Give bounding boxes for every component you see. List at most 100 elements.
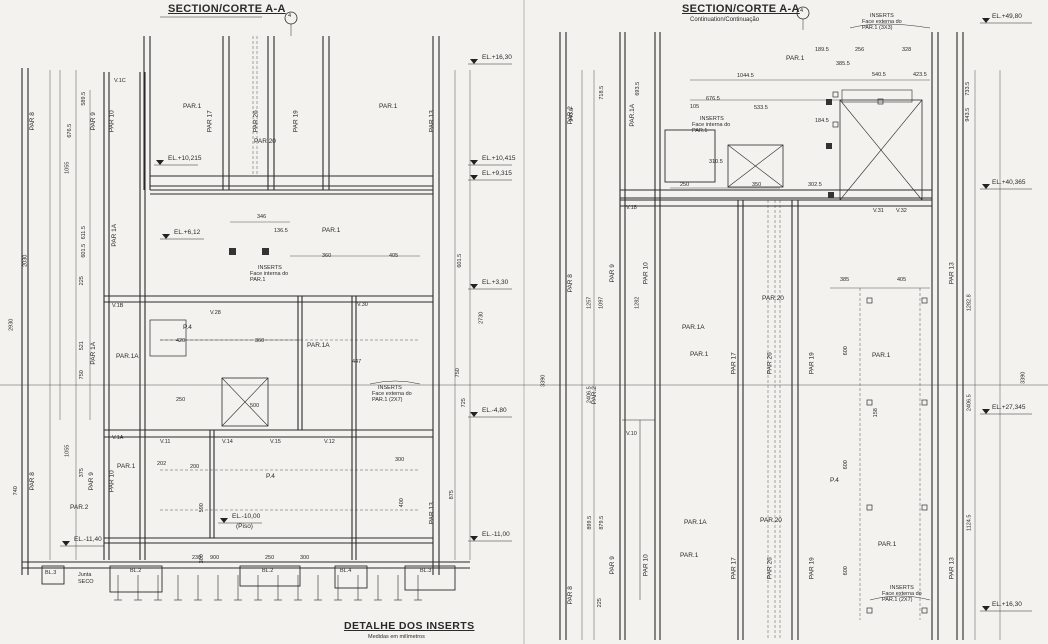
right-par-v-8: PAR 10 [642,554,650,577]
left-title: SECTION/CORTE A-A [168,3,286,15]
right-insert-1 [832,121,839,128]
left-elevation-marker-10 [470,536,478,541]
right-par-v-13: PAR 17 [730,557,738,580]
right-insert-5 [866,504,873,511]
left-par-v-0: PAR 8 [28,112,36,131]
right-par-v-16: PAR 13 [948,557,956,580]
left-dim-v-9: 375 [78,468,85,478]
left-bl-1: BL.2 [130,568,142,574]
right-par-h-8: P.4 [830,477,839,484]
right-inserts-leader-a [849,23,931,29]
right-par-h-6: PAR.1 [680,552,699,559]
left-dim-h-8: 250 [176,397,186,403]
right-inserts-note-b-0: INSERTS [700,116,724,122]
right-dim-h-5: 423.5 [913,72,927,78]
left-elevation-8: (Piso) [236,523,253,530]
left-dim-h-10: 200 [190,464,200,470]
right-dim-v-15: 2406.5 [966,394,973,412]
right-par-h-7: PAR.20 [760,517,782,524]
left-dim-h-9: 202 [157,461,167,467]
right-insert-6 [866,607,873,614]
right-opening-2-d2 [839,99,923,201]
left-inserts-note-b-2: PAR.1 (2X7) [372,397,403,403]
left-elevation-marker-9 [62,541,70,546]
left-dim-h-0: 346 [257,214,267,220]
left-par-h-7: PAR.1 [117,463,136,470]
right-axis-label: 4 [800,8,804,14]
left-bl-2: BL.2 [262,568,274,574]
right-par-v-9: PAR 17 [730,352,738,375]
right-dim-v-12: 943.5 [965,107,972,122]
right-vtag-0: V.18 [626,205,637,211]
left-par-v-8: PAR 1A [90,341,98,365]
left-dim-h-2: 360 [322,253,332,259]
right-inserts-note-a-0: INSERTS [870,13,894,19]
left-par-v-3: PAR 17 [206,110,214,133]
left-elevation-marker-7 [220,518,228,523]
left-dim-h-12: 250 [265,555,275,561]
left-dim-v-20: 1055 [64,444,71,457]
right-dim-v-2: 693.5 [635,81,642,96]
left-misc-seco: SECO [78,579,94,585]
right-insert-10 [921,607,928,614]
left-elevation-marker-6 [470,412,478,417]
left-elevation-10: EL.-11,00 [482,531,510,538]
left-vtag-6: V.12 [324,439,335,445]
right-title: SECTION/CORTE A-A [682,3,800,15]
right-elevation-1: EL.+40,365 [992,179,1026,186]
left-elevation-2: EL.+9,315 [482,170,512,177]
right-insert-solid-2 [826,143,832,149]
left-inserts-note-a-2: PAR.1 [250,277,266,283]
left-footer-sub: Medidas em milímetros [368,634,425,640]
right-opening-1 [727,144,784,188]
right-par-v-4: PAR 10 [642,262,650,285]
right-dim-v-4: 1257 [586,296,593,309]
right-dim-v-19: 600 [842,566,849,576]
left-par-h-0: PAR.1 [183,103,202,110]
left-vtag-3: V.11 [160,439,171,445]
left-par-v-7: PAR 1A [111,223,119,247]
right-dim-v-3: 3390 [540,374,547,387]
left-dim-v-14: 2030 [22,254,29,267]
right-insert-solid-3 [828,192,834,198]
right-par-h-2: PAR.1 [690,351,709,358]
left-dim-v-0: 676.5 [67,123,74,138]
right-insert-0 [832,91,839,98]
left-inserts-note-b-1: Face externa do [372,391,412,397]
left-dim-h-15: 500 [250,403,260,409]
right-vtag-2: V.32 [896,208,907,214]
left-dim-h-3: 405 [389,253,399,259]
left-inserts-note-a-0: INSERTS [258,265,282,271]
right-dim-h-11: 250 [680,182,690,188]
right-dim-h-4: 540.5 [872,72,886,78]
left-dim-h-1: 136.5 [274,228,288,234]
left-dim-v-3: 601.5 [81,243,88,258]
left-elevation-7: EL.-10,00 [232,513,261,520]
left-elevation-1: EL.+10,415 [482,155,516,162]
left-elevation-3: EL.+10,215 [168,155,202,162]
left-vtag-8: V.1A [112,435,124,441]
right-par-v-14: PAR 26 [766,557,774,580]
left-par-h-8: P.4 [266,473,275,480]
left-elevation-marker-4 [162,234,170,239]
right-dim-h-16: 405 [897,277,907,283]
left-dim-v-7: 750 [78,370,85,380]
left-elevation-marker-3 [156,160,164,165]
left-dim-v-17: 750 [454,368,461,378]
right-par-h-0: PAR.1 [786,55,805,62]
right-dim-v-5: 1097 [598,296,605,309]
left-axis-label: 4 [288,13,292,19]
left-elevation-marker-5 [470,284,478,289]
left-par-h-6: PAR.1A [116,353,139,360]
left-par-h-5: PAR.1A [307,342,330,349]
right-dim-h-12: 310.5 [709,159,723,165]
right-dim-h-6: 1044.5 [737,73,754,79]
right-par-v-10: PAR 26 [766,352,774,375]
right-dim-v-10: 225 [596,598,603,608]
left-elevation-marker-0 [470,59,478,64]
right-insert-8 [921,399,928,406]
left-dim-h-4: 420 [176,338,186,344]
right-dim-h-3: 385.5 [836,61,850,67]
